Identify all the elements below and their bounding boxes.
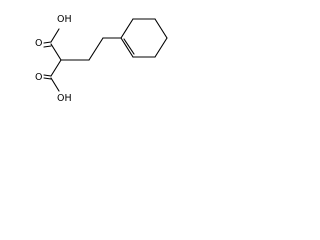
molecule-diagram: OH O O OH — [35, 14, 168, 104]
ring-double-bond-inner — [123, 38, 135, 55]
bond-c-ch-top — [50, 43, 62, 61]
atom-labels: OH O O OH — [35, 14, 72, 104]
bond-c-o-bottom-1 — [43, 74, 52, 77]
ring-bond-1 — [120, 18, 134, 39]
bond-c-oh-top — [50, 28, 60, 43]
atom-label-o-top: O — [35, 38, 42, 49]
bond-ch-c-bottom — [50, 59, 62, 77]
bond-c-o-top-1 — [43, 41, 52, 44]
atom-label-oh-bottom: OH — [57, 93, 72, 104]
bond-c-o-bottom-2 — [43, 77, 52, 80]
ring-bond-3 — [154, 18, 168, 39]
ring-bond-4 — [154, 37, 168, 58]
ring-bond-6 — [120, 37, 134, 58]
bond-c-oh-bottom — [50, 77, 60, 92]
atom-label-oh-top: OH — [57, 14, 72, 25]
atom-label-o-bottom: O — [35, 72, 42, 83]
bond-ch2-ch2 — [88, 37, 104, 61]
bond-c-o-top-2 — [43, 45, 52, 48]
bond-lines — [43, 18, 168, 92]
